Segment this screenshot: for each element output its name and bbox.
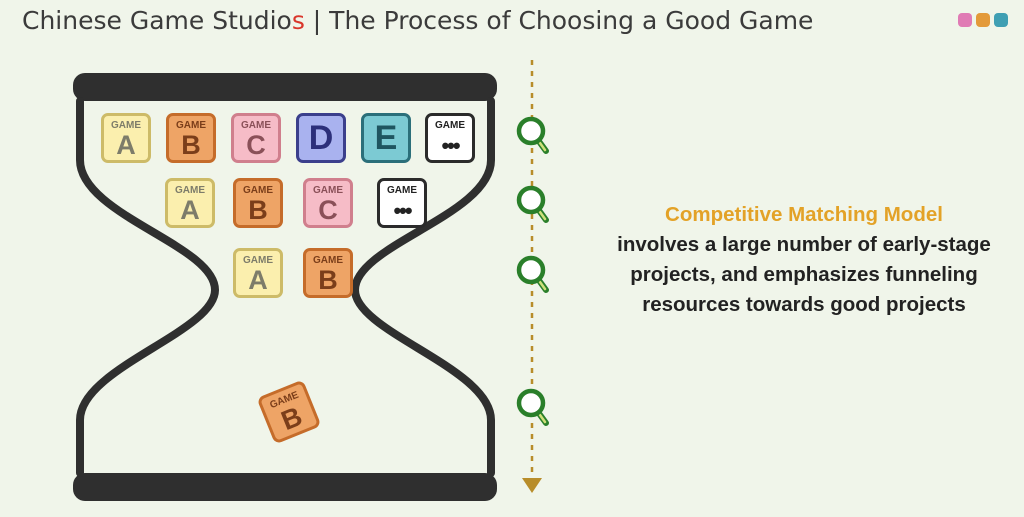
logo-dot-orange xyxy=(976,13,990,27)
title-main: Chinese Game Studio xyxy=(22,6,292,35)
game-card-letter: C xyxy=(318,195,338,225)
game-card-letter: B xyxy=(181,130,201,160)
funnel-bottom-bar xyxy=(73,473,497,501)
game-card-caption: GAME xyxy=(241,120,271,131)
game-card-letter: C xyxy=(246,130,266,160)
game-card-letter: A xyxy=(116,130,136,160)
model-name: Competitive Matching Model xyxy=(665,203,943,226)
funnel-top-bar xyxy=(73,73,497,101)
magnifier-icon xyxy=(516,388,549,426)
game-card-letter: B xyxy=(276,400,307,437)
arrow-down-icon xyxy=(522,478,542,493)
game-card-caption: GAME xyxy=(111,120,141,131)
game-card-caption: GAME xyxy=(435,120,465,131)
model-body: involves a large number of early-stage p… xyxy=(617,233,991,316)
game-card-caption: GAME xyxy=(313,185,343,196)
logo-dot-teal xyxy=(994,13,1008,27)
model-description: Competitive Matching Model involves a la… xyxy=(590,200,1018,320)
game-card-caption: GAME xyxy=(243,255,273,266)
game-card-letter: D xyxy=(308,119,334,157)
game-card-caption: GAME xyxy=(243,185,273,196)
game-card-letter: A xyxy=(180,195,200,225)
game-card-letter: B xyxy=(248,195,268,225)
game-card-letter: ••• xyxy=(441,133,460,158)
game-card: D xyxy=(296,113,346,163)
game-card-letter: E xyxy=(374,119,398,157)
magnifier-icon xyxy=(516,185,549,223)
magnifier-icon xyxy=(516,255,549,293)
game-card: GAME ••• xyxy=(425,113,475,163)
game-card: E xyxy=(361,113,411,163)
game-card-caption: GAME xyxy=(175,185,205,196)
title-rest: | The Process of Choosing a Good Game xyxy=(304,6,814,35)
logo-dot-pink xyxy=(958,13,972,27)
game-card-letter: ••• xyxy=(393,198,412,223)
funnel-left-wall xyxy=(76,97,220,477)
game-card-letter: A xyxy=(248,265,268,295)
game-card-caption: GAME xyxy=(176,120,206,131)
page-title: Chinese Game Studios | The Process of Ch… xyxy=(22,6,813,35)
game-card: GAME ••• xyxy=(377,178,427,228)
title-accent: s xyxy=(291,6,305,35)
game-card-caption: GAME xyxy=(387,185,417,196)
magnifier-icon xyxy=(516,116,549,154)
game-card-letter: B xyxy=(318,265,338,295)
logo-dots xyxy=(958,13,1008,27)
funnel-right-wall xyxy=(350,97,495,477)
game-card-caption: GAME xyxy=(313,255,343,266)
